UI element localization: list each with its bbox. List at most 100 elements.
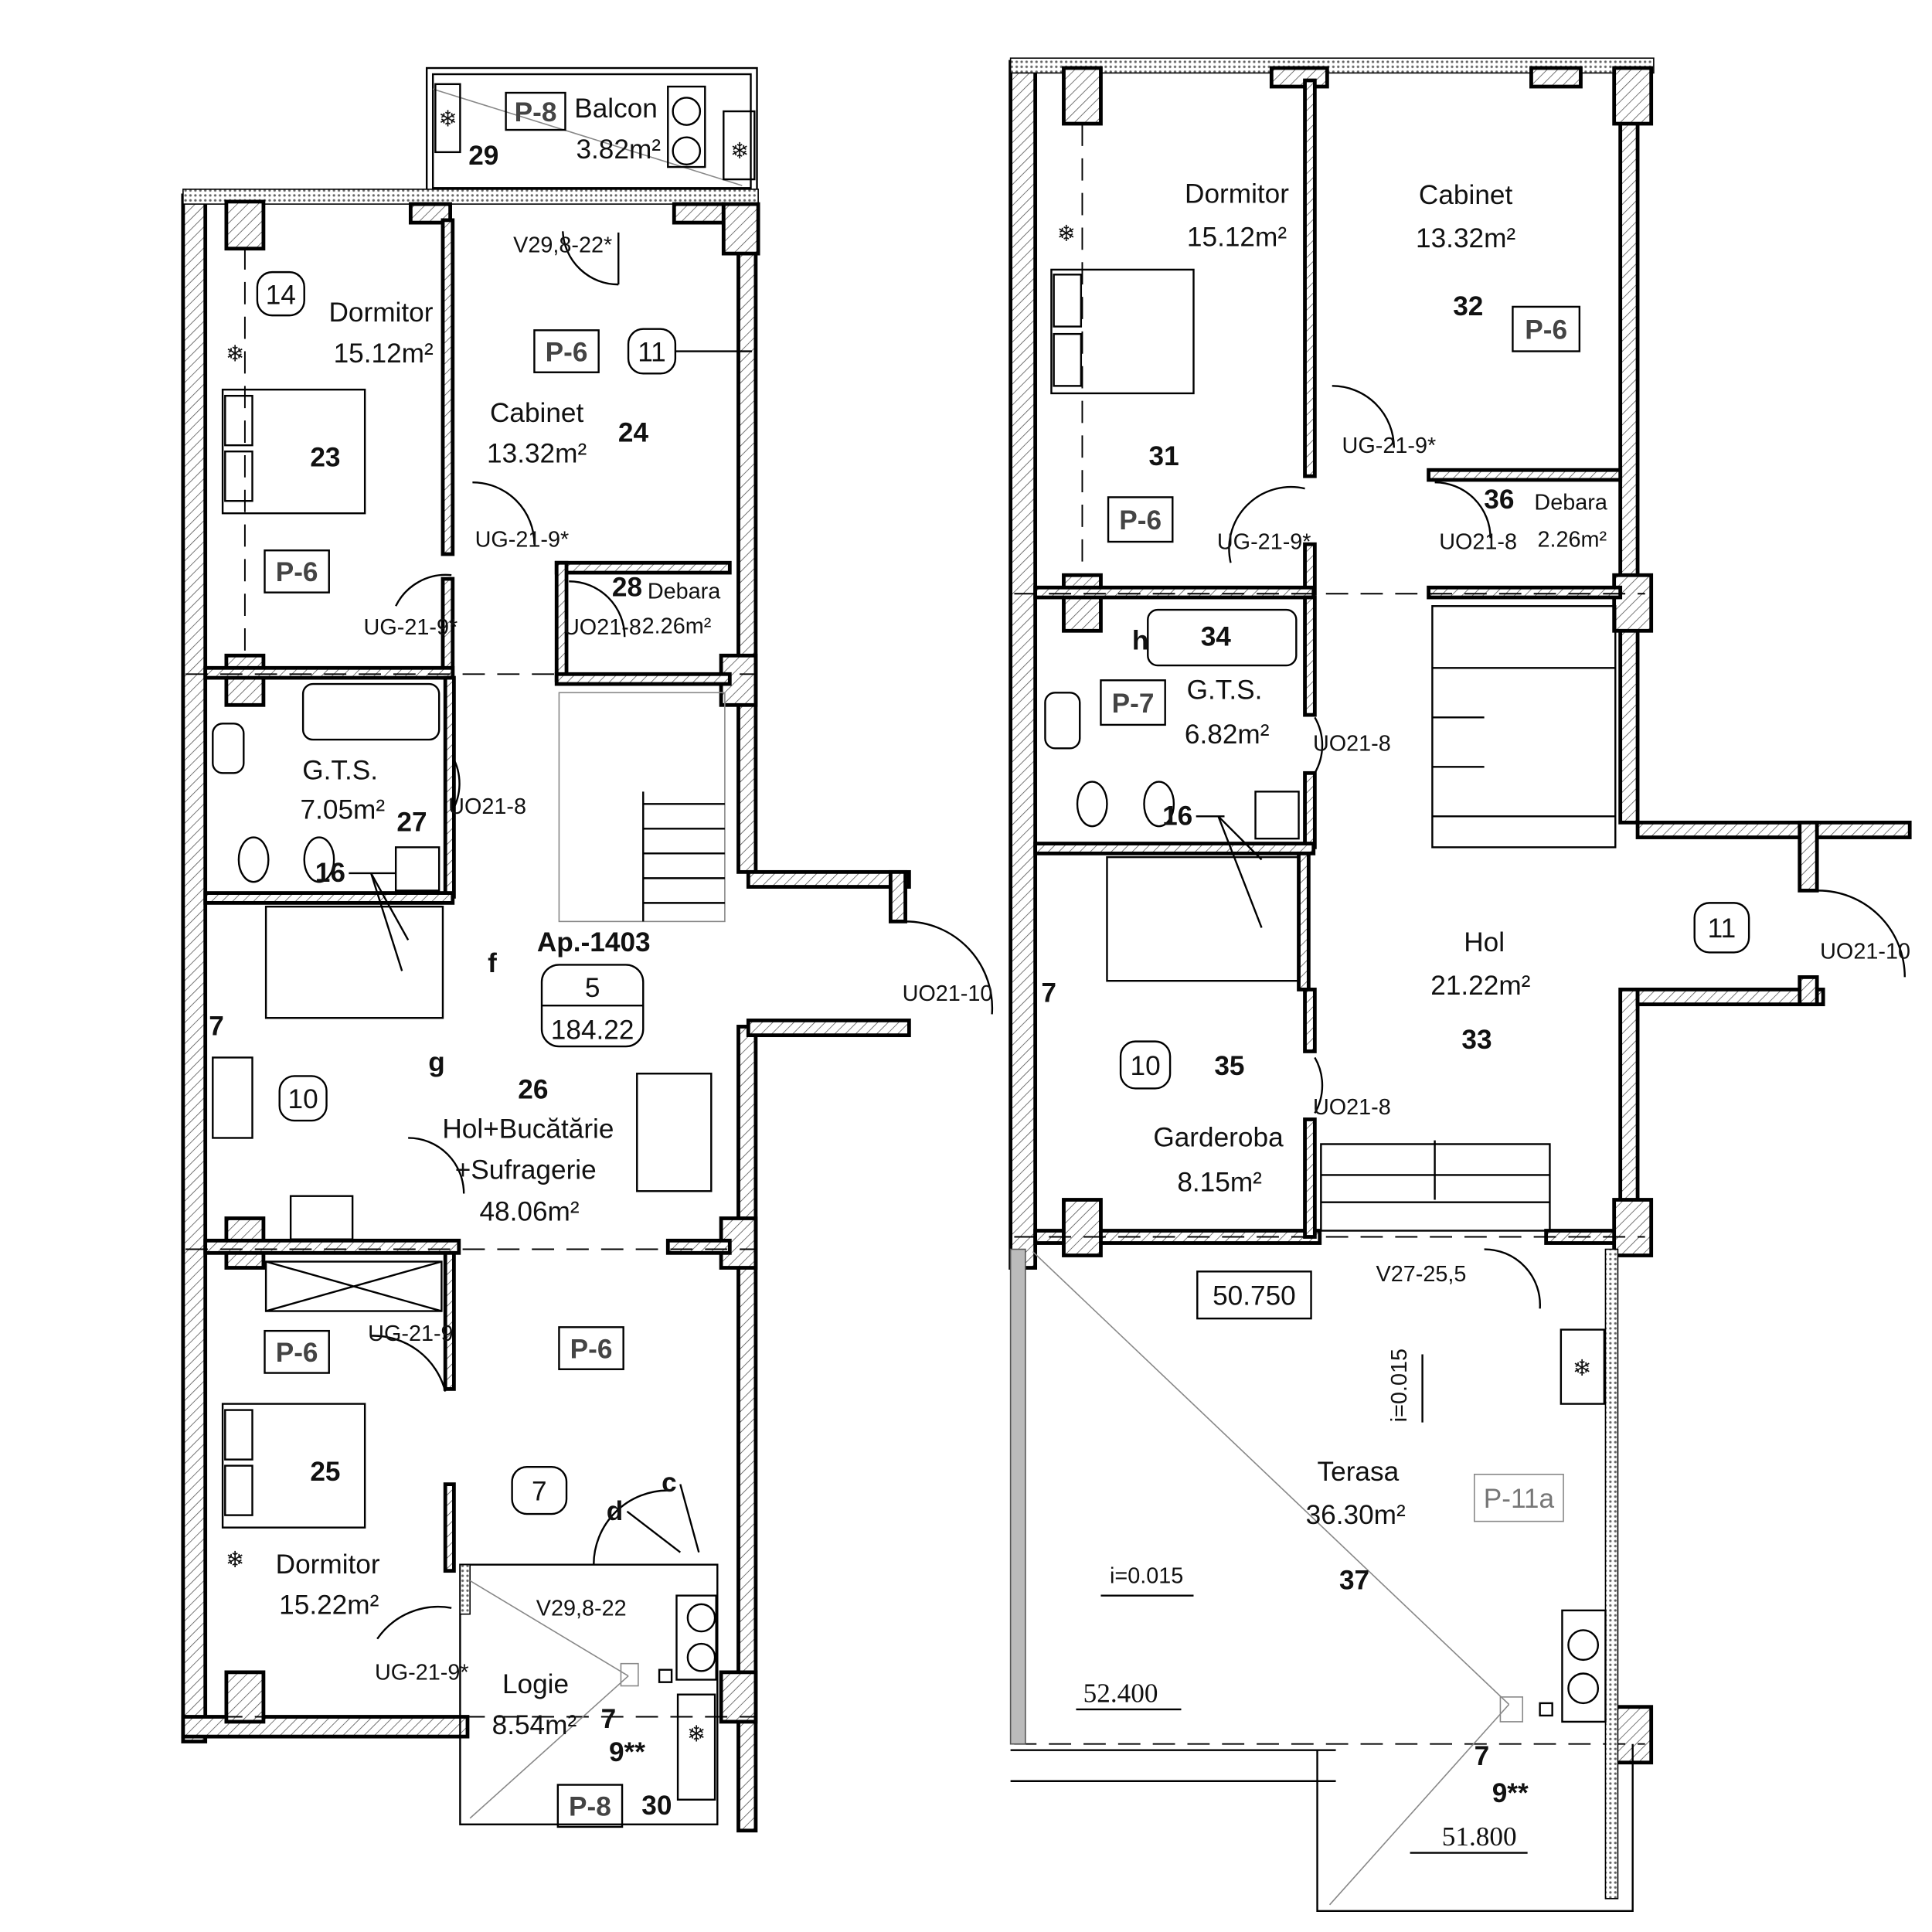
office-area: 13.32m² — [1416, 223, 1515, 253]
living-area: 48.06m² — [479, 1197, 579, 1227]
bedroom-area: 15.12m² — [1187, 223, 1287, 253]
wardrobe-icon — [264, 1260, 443, 1312]
living-number: 26 — [518, 1074, 548, 1104]
tag-box — [505, 91, 566, 131]
office-tag: P-6 — [1525, 315, 1567, 345]
storage-area: 2.26m² — [642, 614, 712, 638]
tag-box — [264, 549, 330, 594]
tag-box — [264, 1329, 330, 1374]
storage-name: Debara — [1534, 490, 1607, 515]
toilet-icon — [237, 836, 270, 883]
terrace-note-9: 9** — [1492, 1778, 1529, 1808]
bathtub-icon — [1147, 608, 1298, 667]
toilet-icon — [1076, 781, 1108, 828]
loggia-tag: P-8 — [569, 1792, 611, 1822]
loggia-area: 8.54m² — [492, 1710, 577, 1740]
apartment-label: Ap.-1403 — [537, 927, 651, 957]
terrace-door-label: V27-25,5 — [1376, 1262, 1467, 1287]
office-name: Cabinet — [490, 398, 584, 428]
wardrobe-number: 35 — [1214, 1051, 1244, 1081]
snowflake-icon: ❄ — [438, 107, 457, 131]
kitchen-sink-icon — [212, 1056, 253, 1139]
office-number: 24 — [618, 417, 649, 447]
marker-circle — [1119, 1040, 1172, 1090]
storage-door-label: UO21-8 — [1439, 530, 1517, 555]
terrace-name: Terasa — [1318, 1457, 1400, 1487]
tag-box — [1100, 679, 1166, 726]
sink-icon — [212, 723, 245, 774]
bedroom-top-number: 23 — [310, 442, 340, 472]
ventilation-unit — [667, 85, 706, 168]
bedroom-bottom-tag: P-6 — [276, 1338, 318, 1368]
bedroom-bottom-door1-label: UG-21-9 — [368, 1321, 453, 1346]
wall-left — [181, 193, 208, 1743]
left-unit: ❄ ❄ — [181, 66, 994, 1833]
balcony-tag: P-8 — [515, 97, 557, 128]
entry-door-label: UO21-10 — [903, 981, 993, 1006]
wall-right — [1618, 78, 1640, 825]
loggia-number: 30 — [641, 1791, 672, 1821]
marker-14: 14 — [266, 281, 296, 311]
tag-box — [1512, 305, 1581, 352]
marker-16: 16 — [1162, 801, 1192, 832]
bedroom-top-name: Dormitor — [328, 298, 433, 328]
office-number: 32 — [1453, 291, 1483, 321]
balcony-area: 3.82m² — [576, 134, 661, 165]
staircase — [558, 692, 726, 923]
storage-area: 2.26m² — [1537, 527, 1607, 552]
level-top: 52.400 — [1083, 1678, 1158, 1708]
marker-10: 10 — [288, 1084, 318, 1114]
tag-box — [556, 1784, 624, 1828]
terrace-note-7: 7 — [1475, 1741, 1490, 1771]
marker-16: 16 — [315, 858, 345, 888]
terrace-area: 36.30m² — [1306, 1500, 1406, 1530]
loggia-note-9: 9** — [609, 1737, 645, 1767]
tag-box — [558, 1326, 624, 1370]
snowflake-icon: ❄ — [730, 139, 749, 164]
bedroom-bottom-number: 25 — [310, 1457, 340, 1487]
snowflake-icon: ❄ — [226, 342, 244, 366]
outdoor-ac-unit — [676, 1693, 716, 1801]
wall-top — [182, 189, 759, 205]
balcony-inner — [431, 73, 752, 189]
washing-machine-icon — [1254, 791, 1300, 840]
wall-top — [1009, 57, 1655, 74]
living-name-1: Hol+Bucătărie — [442, 1114, 614, 1144]
bed-icon — [221, 1403, 366, 1529]
washing-machine-icon — [394, 846, 440, 892]
storage-name: Debara — [648, 580, 721, 604]
loggia-outline — [459, 1563, 719, 1825]
balcony-outline — [425, 66, 758, 193]
stove-icon — [289, 1195, 354, 1240]
office-tag: P-6 — [546, 337, 588, 367]
wall-left — [1009, 60, 1038, 1270]
bathtub-icon — [301, 682, 440, 741]
bedroom-bottom-area: 15.22m² — [279, 1590, 379, 1621]
note-f: f — [488, 948, 497, 978]
loggia-name: Logie — [502, 1669, 569, 1699]
outdoor-ac-unit — [1560, 1328, 1606, 1405]
entry-door-label: UO21-10 — [1820, 939, 1910, 964]
ac-unit — [434, 83, 461, 154]
terrace-number: 37 — [1339, 1566, 1369, 1596]
bathroom-area: 6.82m² — [1185, 719, 1270, 750]
wardrobe-area: 8.15m² — [1177, 1167, 1262, 1197]
bidet-icon — [1143, 781, 1175, 828]
level-box — [1196, 1270, 1312, 1320]
storage-number: 28 — [612, 572, 642, 602]
wardrobe-name: Garderoba — [1153, 1123, 1284, 1153]
marker-7: 7 — [532, 1476, 547, 1506]
marker-circle — [511, 1466, 568, 1515]
bathroom-tag: P-7 — [1112, 689, 1155, 719]
bidet-icon — [303, 836, 335, 883]
office-door-label: UG-21-9* — [1342, 434, 1437, 458]
staircase — [1431, 605, 1617, 849]
tag-box — [1474, 1474, 1564, 1522]
note-7: 7 — [209, 1012, 224, 1042]
bedroom-door-label: UG-21-9* — [1217, 530, 1311, 555]
bedroom-top-door-label: UG-21-9* — [364, 615, 458, 640]
note-g: g — [428, 1047, 445, 1077]
note-h: h — [1132, 625, 1149, 655]
tag-box — [533, 329, 600, 373]
dining-table-icon — [636, 1073, 713, 1192]
